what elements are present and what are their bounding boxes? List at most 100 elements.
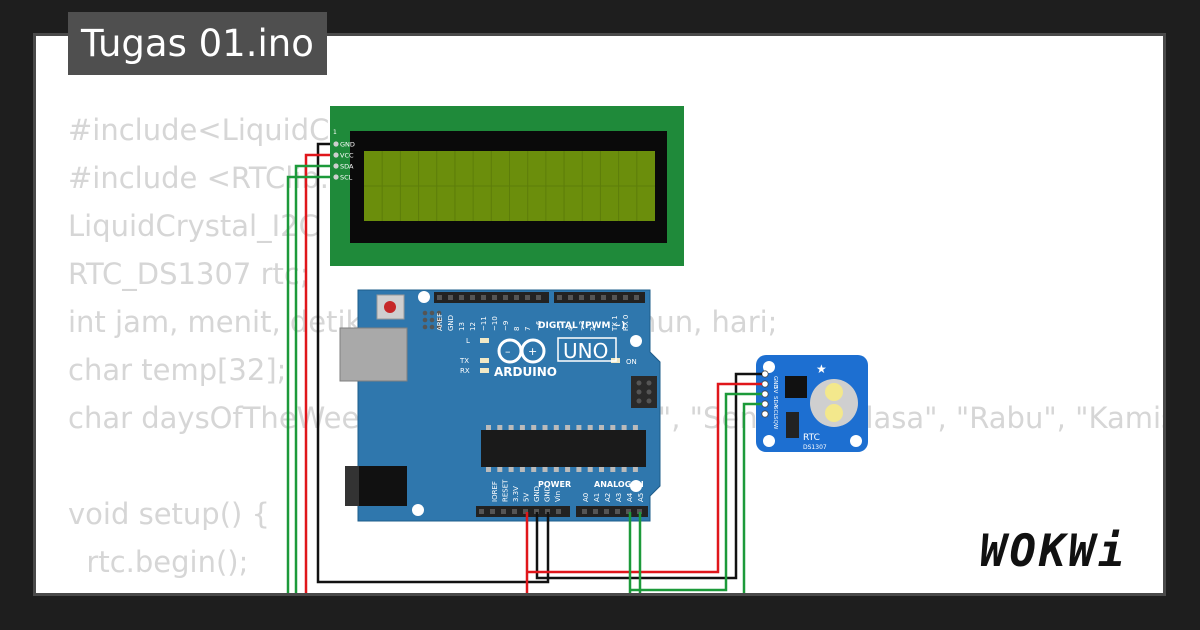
- led-rx-label: RX: [460, 367, 470, 375]
- rtc-pin-label: GND: [772, 376, 778, 389]
- header-pin: [514, 295, 519, 300]
- wokwi-logo: WOKWi: [980, 526, 1128, 577]
- header-pin: [512, 509, 517, 514]
- analog-pin-label: A2: [604, 493, 612, 502]
- header-pin: [459, 295, 464, 300]
- header-pin: [470, 295, 475, 300]
- led-l-label: L: [466, 337, 470, 345]
- digital-header-right: [554, 292, 645, 303]
- wire-lcd-gnd: [316, 142, 550, 584]
- lcd-pin-scl: [333, 174, 339, 180]
- header-pin: [501, 509, 506, 514]
- header-pin: [637, 509, 642, 514]
- header-pin: [612, 295, 617, 300]
- power-pin-label: Vin: [554, 491, 562, 502]
- wires[interactable]: [286, 142, 762, 630]
- wire-rtc-scl: [742, 402, 762, 593]
- power-pin-label: 5V: [523, 493, 531, 502]
- header-pin: [557, 295, 562, 300]
- wire-lcd-sda: [294, 164, 330, 593]
- digital-label: DIGITAL (PWM ~): [538, 321, 625, 331]
- header-pin: [437, 295, 442, 300]
- power-pin-label: GND: [544, 486, 552, 502]
- lcd-character-grid: [364, 151, 655, 221]
- wire-rtc-5v: [527, 382, 762, 574]
- rtc-pin-label: 5V: [772, 386, 778, 393]
- digital-pin-label: 13: [458, 322, 466, 331]
- digital-pin-label: ~9: [502, 321, 510, 331]
- led-rx: [480, 368, 489, 373]
- led-l: [480, 338, 489, 343]
- lcd-pin-gnd: [333, 141, 339, 147]
- digital-pin-label: 7: [524, 327, 532, 331]
- digital-pin-label: GND: [447, 315, 455, 331]
- rtc-pin-sqw: [761, 410, 769, 418]
- analog-pin-label: A1: [593, 493, 601, 502]
- analog-pin-label: A3: [615, 493, 623, 502]
- coin-cell-holder: [810, 379, 858, 427]
- analog-pin-label: A5: [637, 493, 645, 502]
- power-pin-label: IOREF: [491, 481, 499, 502]
- digital-pin-label: ~10: [491, 316, 499, 331]
- digital-pin-label: 8: [513, 327, 521, 331]
- svg-text:–: –: [505, 345, 511, 358]
- code-line: RTC_DS1307 rtc;: [68, 257, 310, 291]
- header-pin: [623, 295, 628, 300]
- lcd-pin-vcc: [333, 152, 339, 158]
- header-pin: [525, 295, 530, 300]
- header-pin: [536, 295, 541, 300]
- header-pin: [481, 295, 486, 300]
- analog-pin-label: A0: [582, 493, 590, 502]
- arduino-logo: [497, 338, 546, 364]
- rtc-pin-label: SDA: [772, 396, 778, 408]
- digital-header-left: [434, 292, 549, 303]
- rtc-label: RTC: [803, 433, 820, 443]
- mount-hole: [630, 335, 642, 347]
- header-pin: [579, 295, 584, 300]
- wire-lcd-scl: [286, 175, 330, 593]
- rtc-pin-scl: [761, 400, 769, 408]
- header-pin: [590, 295, 595, 300]
- power-pin-label: RESET: [502, 479, 510, 502]
- board-model: UNO: [563, 339, 608, 363]
- wire-rtc-gnd: [535, 372, 762, 580]
- board-brand: ARDUINO: [494, 365, 557, 379]
- lcd-pin-label: VCC: [340, 152, 354, 160]
- digital-pin-label: AREF: [436, 313, 444, 331]
- rtc-pin-label: SQW: [772, 416, 778, 430]
- header-pin: [448, 295, 453, 300]
- digital-pin-label: ~3: [578, 321, 586, 331]
- analog-header: [576, 506, 648, 517]
- header-pin: [601, 295, 606, 300]
- power-pin-label: GND: [533, 486, 541, 502]
- lcd-pin-sda: [333, 163, 339, 169]
- analog-label: ANALOG IN: [594, 480, 644, 489]
- svg-text:★: ★: [816, 362, 827, 376]
- digital-pin-label: TX 1: [611, 315, 619, 332]
- led-on-label: ON: [626, 358, 637, 366]
- header-pin: [503, 295, 508, 300]
- header-pin: [556, 509, 561, 514]
- header-pin: [479, 509, 484, 514]
- rtc-chip: [785, 376, 807, 398]
- lcd-pin-label: SCL: [340, 174, 353, 182]
- power-pin-label: 3.3V: [512, 486, 520, 502]
- usb-connector: [339, 327, 408, 382]
- led-tx: [480, 358, 489, 363]
- svg-text:+: +: [528, 345, 537, 358]
- digital-pin-label: 12: [469, 322, 477, 331]
- header-pin: [534, 509, 539, 514]
- project-title: Tugas 01.ino: [68, 12, 327, 75]
- digital-pin-label: ~5: [556, 321, 564, 331]
- header-pin: [492, 295, 497, 300]
- wire-rtc-sda: [630, 392, 762, 592]
- led-tx-label: TX: [459, 357, 469, 365]
- header-pin: [545, 509, 550, 514]
- rtc-pin-5v: [761, 380, 769, 388]
- crystal: [786, 412, 799, 438]
